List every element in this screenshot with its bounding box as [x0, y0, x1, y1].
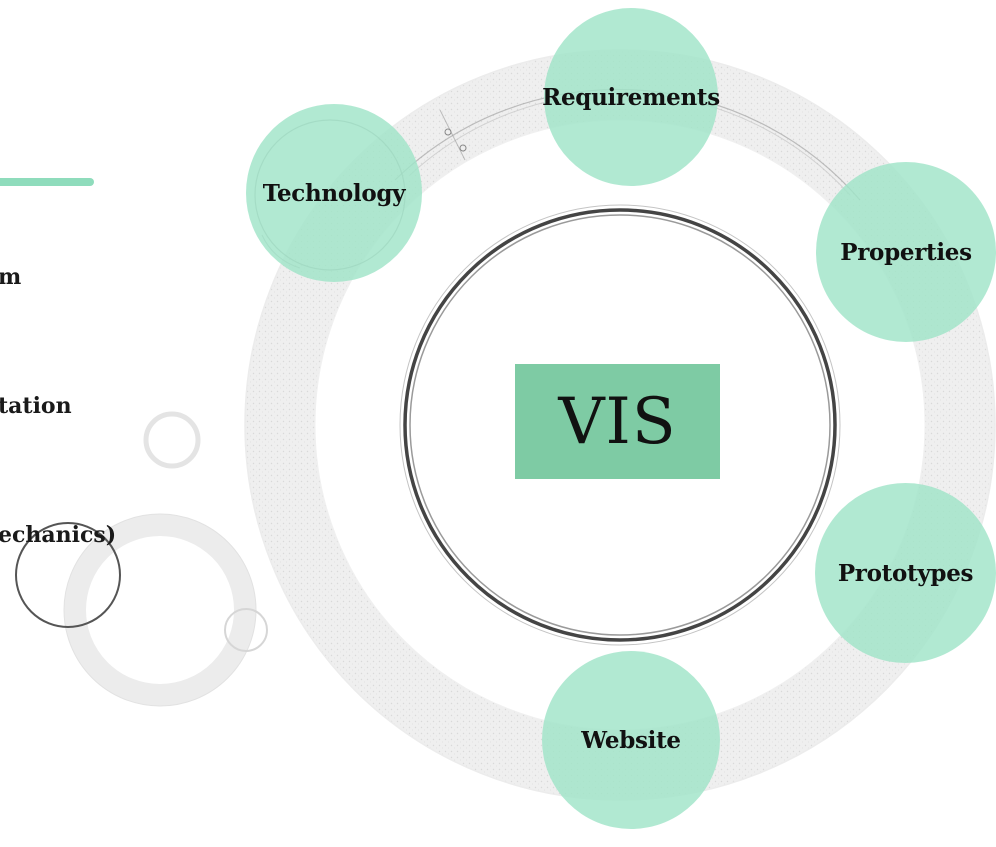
inner-ring — [403, 208, 837, 642]
deco-ring-large-edge — [63, 513, 257, 707]
sketch-line — [439, 109, 466, 161]
node-website-label: Website — [581, 726, 681, 754]
node-properties[interactable]: Properties — [816, 162, 996, 342]
node-technology-label: Technology — [262, 179, 406, 207]
side-item-1: m — [0, 264, 22, 290]
node-prototypes-label: Prototypes — [837, 559, 974, 587]
node-requirements-label: Requirements — [542, 83, 720, 111]
deco-ring-small — [143, 411, 201, 469]
sketch-dot — [444, 128, 452, 136]
inner-ring-shadow — [409, 214, 831, 636]
node-technology[interactable]: Technology — [246, 104, 422, 282]
deco-ring-large — [64, 514, 256, 706]
center-box[interactable]: VIS — [515, 364, 720, 479]
sketch-dot — [459, 144, 467, 152]
node-properties-label: Properties — [840, 238, 972, 266]
center-label: VIS — [558, 384, 677, 459]
accent-bar — [0, 178, 94, 186]
side-item-3: echanics) — [0, 522, 117, 548]
node-prototypes[interactable]: Prototypes — [815, 483, 996, 663]
node-website[interactable]: Website — [542, 651, 720, 829]
side-item-2: tation — [0, 393, 72, 419]
inner-ring-outer — [399, 204, 841, 646]
node-requirements[interactable]: Requirements — [542, 8, 720, 186]
deco-ring-tiny — [224, 608, 268, 652]
deco-ring-dark — [15, 522, 121, 628]
